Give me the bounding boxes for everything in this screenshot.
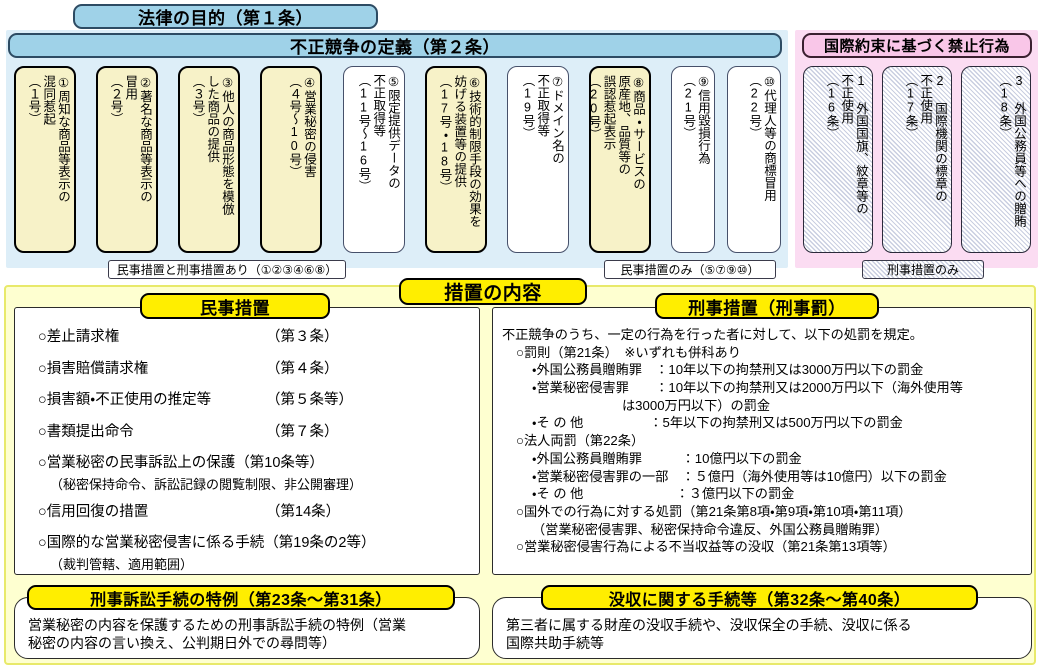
international-card-1[interactable]: 1 外国国旗、紋章等の 不正使用 （16条） xyxy=(803,66,873,253)
civil-item-5-label: ○営業秘密の民事訴訟上の保護（第10条等） xyxy=(38,455,324,471)
civil-item-4-label: ○書類提出命令 xyxy=(38,423,134,440)
civil-item-3: ○損害額・不正使用の推定等 （第５条等） xyxy=(38,393,470,408)
civil-item-2-article: （第４条） xyxy=(266,360,339,377)
criminal-line-8: ・外国公務員贈賄罪 ：10億円以下の罰金 xyxy=(532,450,802,466)
definition-card-3[interactable]: ③他人の商品形態を模倣 した商品の提供 （３号） xyxy=(178,66,240,253)
definition-card-3-text: ③他人の商品形態を模倣 した商品の提供 （３号） xyxy=(190,75,235,215)
civil-item-1-label: ○差止請求権 xyxy=(38,329,120,345)
civil-item-5: ○営業秘密の民事訴訟上の保護（第10条等） xyxy=(38,456,470,471)
law-purpose-header: 法律の目的（第１条） xyxy=(73,4,378,29)
definition-card-5[interactable]: ⑤限定提供データの 不正取得等 （11号〜16号） xyxy=(343,66,405,253)
definition-card-1-text: ①周知な商品等表示の 混同惹起 （１号） xyxy=(26,75,71,203)
civil-item-7: ○国際的な営業秘密侵害に係る手続（第19条の2等） xyxy=(38,536,470,551)
international-card-2-text: 2 国際機関の標章の 不正使用 （17条） xyxy=(903,74,948,202)
civil-item-1: ○差止請求権 （第３条） xyxy=(38,330,470,345)
civil-item-6-article: （第14条） xyxy=(266,503,341,520)
criminal-measures-header: 刑事措置（刑事罰） xyxy=(655,293,879,319)
definition-card-7[interactable]: ⑦ドメイン名の 不正取得等 （19号） xyxy=(507,66,569,253)
civil-item-4: ○書類提出命令 （第７条） xyxy=(38,423,470,440)
international-card-2[interactable]: 2 国際機関の標章の 不正使用 （17条） xyxy=(882,66,952,253)
definition-card-2-text: ②著名な商品等表示の 冒用 （２号） xyxy=(108,75,153,203)
criminal-measures-list: 不正競争のうち、一定の行為を行った者に対して、以下の処罰を規定。 ○罰則（第21… xyxy=(502,326,1026,556)
definition-card-8[interactable]: ⑧商品・サービスの 原産地、品質等の 誤認惹起表示 （20号） xyxy=(589,66,651,253)
civil-item-6: ○信用回復の措置 （第14条） xyxy=(38,503,470,520)
international-card-3[interactable]: 3 外国公務員等への贈賄 （18条） xyxy=(961,66,1031,253)
criminal-line-5: は3000万円以下）の罰金 xyxy=(622,397,771,413)
civil-item-5-note: （秘密保持命令、訴訟記録の閲覧制限、非公開審理） xyxy=(50,476,363,492)
definition-card-4-text: ④営業秘密の侵害 （４号〜10号） xyxy=(287,75,316,178)
definition-header: 不正競争の定義（第２条） xyxy=(8,33,782,58)
definition-card-5-text: ⑤限定提供データの 不正取得等 （11号〜16号） xyxy=(356,74,401,193)
criminal-line-3: ・外国公務員贈賄罪 ：10年以下の拘禁刑又は3000万円以下の罰金 xyxy=(532,362,924,378)
criminal-line-13: ○営業秘密侵害行為による不当収益等の没収（第21条第13項等） xyxy=(516,539,896,555)
definition-card-6-text: ⑥技術的制限手段の効果を 妨げる装置等の提供 （17号・18号） xyxy=(437,75,482,228)
international-header: 国際約束に基づく禁止行為 xyxy=(802,33,1032,58)
civil-item-6-label: ○信用回復の措置 xyxy=(38,503,149,520)
definition-card-8-text: ⑧商品・サービスの 原産地、品質等の 誤認惹起表示 （20号） xyxy=(589,75,645,190)
criminal-line-7: ○法人両罰（第22条） xyxy=(516,433,645,449)
civil-item-2: ○損害賠償請求権 （第４条） xyxy=(38,360,470,377)
criminal-line-9: ・営業秘密侵害罪の一部 ：５億円（海外使用等は10億円）以下の罰金 xyxy=(532,468,947,484)
definition-card-1[interactable]: ①周知な商品等表示の 混同惹起 （１号） xyxy=(14,66,76,253)
civil-item-7-note: （裁判管轄、適用範囲） xyxy=(50,556,194,572)
international-card-1-text: 1 外国国旗、紋章等の 不正使用 （16条） xyxy=(824,74,869,215)
confiscation-body: 第三者に属する財産の没収手続や、没収保全の手続、没収に係る 国際共助手続等 xyxy=(506,617,912,652)
definition-card-7-text: ⑦ドメイン名の 不正取得等 （19号） xyxy=(520,74,565,164)
civil-measures-list: ○差止請求権 （第３条） ○損害賠償請求権 （第４条） ○損害額・不正使用の推定… xyxy=(38,330,470,573)
measures-content-header: 措置の内容 xyxy=(399,278,587,305)
tag-civil-and-criminal: 民事措置と刑事措置あり（①②③④⑥⑧） xyxy=(108,260,346,279)
criminal-line-2: ○罰則（第21条） ※いずれも併科あり xyxy=(516,344,741,360)
definition-card-10-text: ⑩代理人等の商標冒用 （22号） xyxy=(747,74,776,202)
confiscation-header: 没収に関する手続等（第32条〜第40条） xyxy=(541,585,978,610)
criminal-line-11: ○国外での行為に対する処罰（第21条第8項・第9項・第10項・第11項） xyxy=(516,503,912,519)
civil-item-3-article: （第５条等） xyxy=(266,392,353,408)
criminal-measures-box xyxy=(492,307,1032,575)
criminal-line-10: ・そ の 他 ：３億円以下の罰金 xyxy=(532,486,795,502)
civil-item-7-label: ○国際的な営業秘密侵害に係る手続（第19条の2等） xyxy=(38,535,376,551)
civil-item-4-article: （第７条） xyxy=(266,423,339,440)
definition-card-10[interactable]: ⑩代理人等の商標冒用 （22号） xyxy=(727,66,781,253)
criminal-procedure-body: 営業秘密の内容を保護するための刑事訴訟手続の特例（営業 秘密の内容の言い換え、公… xyxy=(28,617,406,652)
civil-item-1-article: （第３条） xyxy=(266,329,339,345)
tag-civil-only: 民事措置のみ（⑤⑦⑨⑩） xyxy=(604,260,776,279)
civil-measures-header: 民事措置 xyxy=(140,293,330,319)
criminal-line-1: 不正競争のうち、一定の行為を行った者に対して、以下の処罰を規定。 xyxy=(502,327,923,342)
definition-card-9-text: ⑨信用毀損行為 （21号） xyxy=(681,74,710,164)
civil-item-3-label: ○損害額・不正使用の推定等 xyxy=(38,392,212,408)
civil-item-2-label: ○損害賠償請求権 xyxy=(38,360,149,377)
criminal-procedure-header: 刑事訴訟手続の特例（第23条〜第31条） xyxy=(27,585,455,610)
international-card-3-text: 3 外国公務員等への贈賄 （18条） xyxy=(997,74,1026,227)
criminal-line-6: ・そ の 他 ：5年以下の拘禁刑又は500万円以下の罰金 xyxy=(532,415,903,431)
definition-card-9[interactable]: ⑨信用毀損行為 （21号） xyxy=(671,66,715,253)
criminal-line-12: （営業秘密侵害罪、秘密保持命令違反、外国公務員贈賄罪） xyxy=(532,521,889,537)
definition-card-6[interactable]: ⑥技術的制限手段の効果を 妨げる装置等の提供 （17号・18号） xyxy=(425,66,487,253)
tag-criminal-only: 刑事措置のみ xyxy=(862,260,984,279)
definition-card-2[interactable]: ②著名な商品等表示の 冒用 （２号） xyxy=(96,66,158,253)
definition-card-4[interactable]: ④営業秘密の侵害 （４号〜10号） xyxy=(260,66,322,253)
criminal-line-4: ・営業秘密侵害罪 ：10年以下の拘禁刑又は2000万円以下（海外使用等 xyxy=(532,380,963,396)
